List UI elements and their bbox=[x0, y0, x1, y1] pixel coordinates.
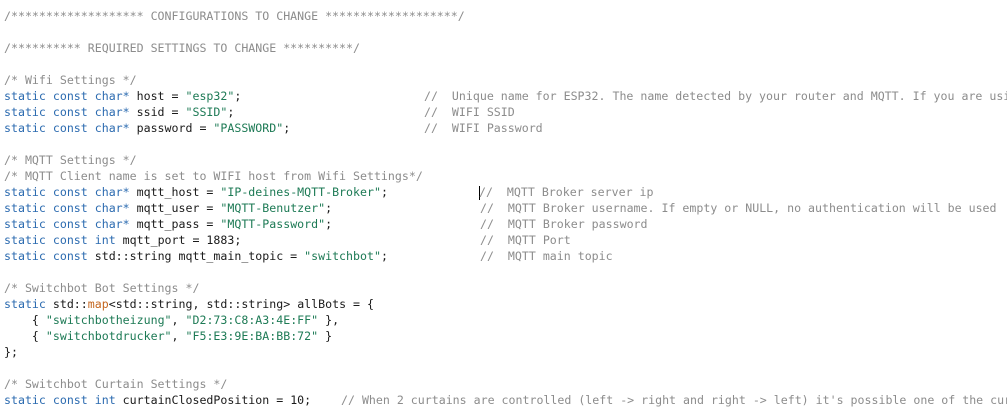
code-text: curtainClosedPosition = 10; bbox=[115, 393, 312, 407]
code-text: ; bbox=[380, 185, 388, 199]
inline-comment: // MQTT Port bbox=[480, 233, 571, 247]
code-text: ssid = bbox=[129, 105, 186, 119]
code-text: ; bbox=[325, 217, 333, 231]
code-text: { bbox=[4, 329, 46, 343]
code-text: ; bbox=[283, 121, 291, 135]
keyword: static bbox=[4, 297, 46, 311]
keyword: static const char* bbox=[4, 217, 130, 231]
inline-comment-with-caret: // MQTT Broker server ip bbox=[479, 184, 654, 200]
code-line-mqtt-comment: /* MQTT Settings */ bbox=[4, 153, 137, 167]
code-text: host = bbox=[129, 89, 186, 103]
code-line-mqtt-port: static const int mqtt_port = 1883; bbox=[4, 232, 241, 248]
string-literal: "F5:E3:9E:BA:BB:72" bbox=[185, 329, 319, 343]
keyword: static const char* bbox=[4, 121, 130, 135]
string-literal: "IP-deines-MQTT-Broker" bbox=[220, 185, 381, 199]
text-caret bbox=[479, 185, 480, 200]
code-text: std::string mqtt_main_topic = bbox=[87, 249, 305, 263]
keyword: static const char* bbox=[4, 89, 130, 103]
string-literal: "PASSWORD" bbox=[213, 121, 284, 135]
code-line-bot-entry: { "switchbotdrucker", "F5:E3:9E:BA:BB:72… bbox=[4, 328, 332, 344]
code-text: <std::string, std::string> allBots = { bbox=[108, 297, 374, 311]
inline-comment: // WIFI SSID bbox=[424, 105, 515, 119]
keyword: static const bbox=[4, 249, 88, 263]
code-line-curtain-position: static const int curtainClosedPosition =… bbox=[4, 392, 311, 408]
code-text: }, bbox=[318, 313, 340, 327]
code-line-required-banner: /********** REQUIRED SETTINGS TO CHANGE … bbox=[4, 41, 360, 55]
string-literal: "esp32" bbox=[185, 89, 235, 103]
code-line-close-brace: }; bbox=[4, 345, 18, 359]
inline-comment: // Unique name for ESP32. The name detec… bbox=[424, 89, 1007, 103]
code-line-mqtt-topic: static const std::string mqtt_main_topic… bbox=[4, 248, 388, 264]
code-text: password = bbox=[129, 121, 214, 135]
keyword: static const char* bbox=[4, 185, 130, 199]
code-text: ; bbox=[325, 201, 333, 215]
code-line-curtain-comment: /* Switchbot Curtain Settings */ bbox=[4, 377, 228, 391]
keyword: static const char* bbox=[4, 201, 130, 215]
code-text: { bbox=[4, 313, 46, 327]
keyword: static const int bbox=[4, 233, 116, 247]
code-text: mqtt_pass = bbox=[129, 217, 221, 231]
code-text: std:: bbox=[45, 297, 88, 311]
inline-comment: // MQTT main topic bbox=[480, 249, 613, 263]
code-line-mqtt-user: static const char* mqtt_user = "MQTT-Ben… bbox=[4, 200, 332, 216]
string-literal: "switchbotheizung" bbox=[45, 313, 172, 327]
code-text: mqtt_host = bbox=[129, 185, 221, 199]
code-line-bot-comment: /* Switchbot Bot Settings */ bbox=[4, 281, 200, 295]
code-text: ; bbox=[234, 89, 242, 103]
string-literal: "MQTT-Benutzer" bbox=[220, 201, 326, 215]
code-line-host: static const char* host = "esp32"; bbox=[4, 88, 241, 104]
inline-comment: // WIFI Password bbox=[424, 121, 543, 135]
inline-comment: // When 2 curtains are controlled (left … bbox=[341, 393, 1007, 407]
code-line-config-banner: /******************* CONFIGURATIONS TO C… bbox=[4, 9, 465, 23]
code-text: , bbox=[171, 329, 186, 343]
inline-comment: // MQTT Broker password bbox=[480, 217, 648, 231]
code-line-allbots: static std::map<std::string, std::string… bbox=[4, 296, 374, 312]
string-literal: "SSID" bbox=[185, 105, 228, 119]
code-line-wifi-comment: /* Wifi Settings */ bbox=[4, 73, 137, 87]
keyword: static const char* bbox=[4, 105, 130, 119]
code-line-password: static const char* password = "PASSWORD"… bbox=[4, 120, 290, 136]
code-line-bot-entry: { "switchbotheizung", "D2:73:C8:A3:4E:FF… bbox=[4, 312, 339, 328]
inline-comment: // MQTT Broker username. If empty or NUL… bbox=[480, 201, 997, 215]
code-text: ; bbox=[380, 249, 388, 263]
code-line-mqtt-client-comment: /* MQTT Client name is set to WIFI host … bbox=[4, 169, 423, 183]
code-text: } bbox=[318, 329, 333, 343]
code-text: , bbox=[171, 313, 186, 327]
keyword: static const int bbox=[4, 393, 116, 407]
code-text: mqtt_port = 1883; bbox=[115, 233, 242, 247]
code-line-ssid: static const char* ssid = "SSID"; bbox=[4, 104, 234, 120]
string-literal: "switchbotdrucker" bbox=[45, 329, 172, 343]
code-line-mqtt-host: static const char* mqtt_host = "IP-deine… bbox=[4, 184, 388, 200]
code-text: mqtt_user = bbox=[129, 201, 221, 215]
string-literal: "D2:73:C8:A3:4E:FF" bbox=[185, 313, 319, 327]
code-text: ; bbox=[227, 105, 235, 119]
string-literal: "MQTT-Password" bbox=[220, 217, 326, 231]
inline-comment: // MQTT Broker server ip bbox=[479, 185, 654, 199]
template-type: map bbox=[87, 297, 109, 311]
string-literal: "switchbot" bbox=[304, 249, 381, 263]
code-line-mqtt-pass: static const char* mqtt_pass = "MQTT-Pas… bbox=[4, 216, 332, 232]
